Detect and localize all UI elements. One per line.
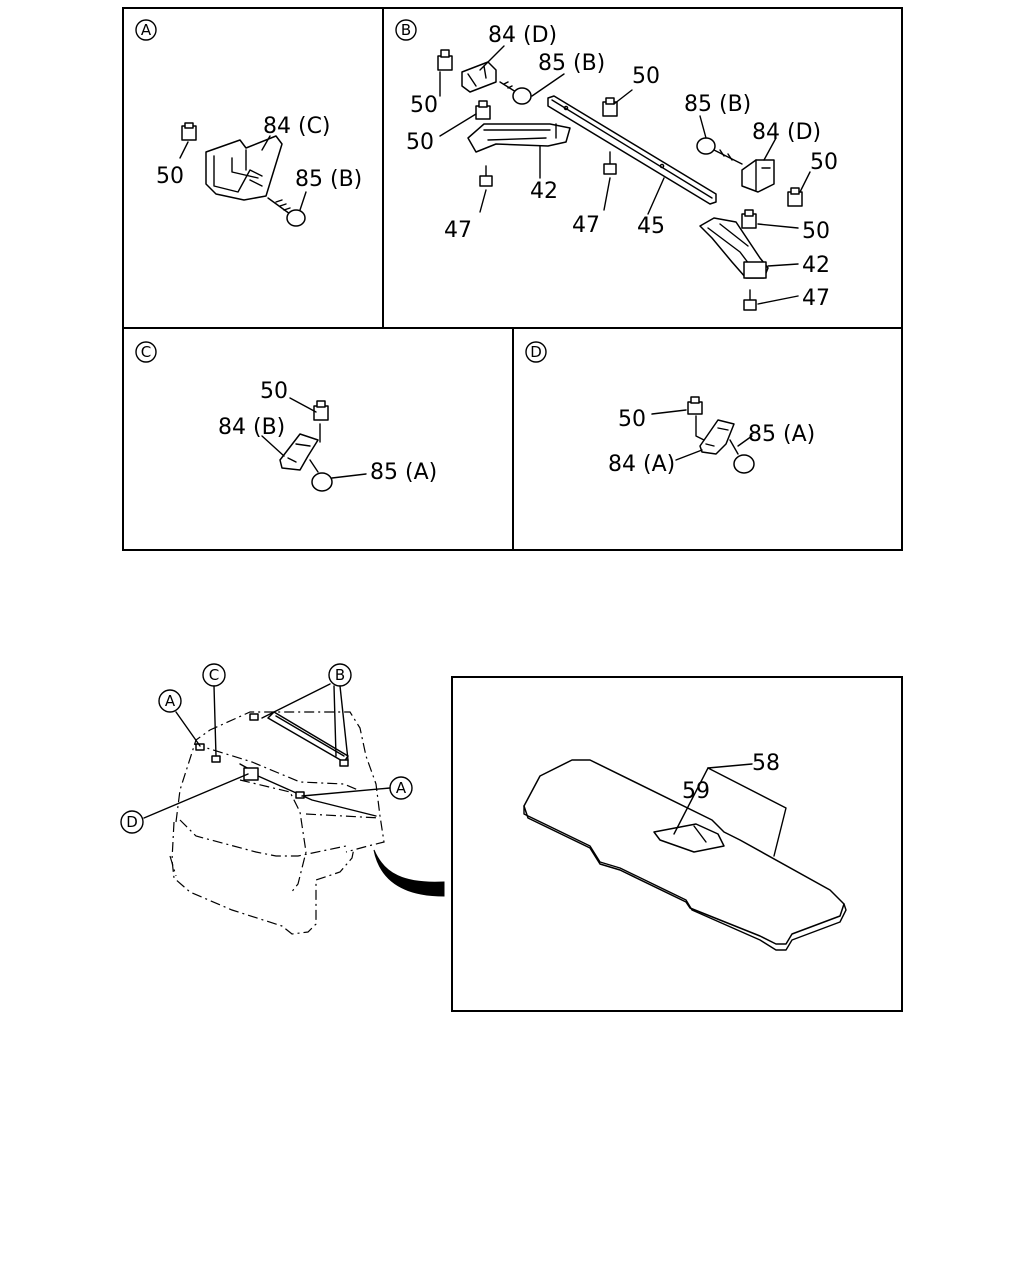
label-58: 58 xyxy=(752,751,780,776)
label-45: 45 xyxy=(637,214,665,239)
pin-47-left-icon xyxy=(479,165,493,187)
svg-text:D: D xyxy=(530,343,542,361)
panel-a-tag: A xyxy=(135,19,157,41)
screw-85b-left-icon xyxy=(499,81,532,105)
clip-50-rail-icon xyxy=(602,97,618,117)
tray-panel: 58 59 xyxy=(451,676,903,1012)
svg-text:C: C xyxy=(209,666,219,684)
svg-text:A: A xyxy=(165,692,176,710)
tag-a-left: A xyxy=(158,689,182,713)
rail-45-icon xyxy=(547,95,717,205)
tag-a-right: A xyxy=(389,776,413,800)
panel-a: A 50 84 (C) 85 (B) xyxy=(135,19,362,227)
clip-50-icon xyxy=(313,400,329,421)
label-84a: 84 (A) xyxy=(608,452,675,477)
detail-grid xyxy=(122,7,903,551)
bracket-84a-icon xyxy=(699,419,735,455)
label-85b-left: 85 (B) xyxy=(538,51,605,76)
label-85b: 85 (B) xyxy=(295,167,362,192)
svg-text:B: B xyxy=(335,666,345,684)
label-50-rail: 50 xyxy=(632,64,660,89)
label-84b: 84 (B) xyxy=(218,415,285,440)
tag-b: B xyxy=(328,663,352,687)
label-84d-right: 84 (D) xyxy=(752,120,821,145)
label-47-right: 47 xyxy=(802,286,830,311)
label-50-top-left: 50 xyxy=(410,93,438,118)
clip-50-lower-right-icon xyxy=(741,209,757,229)
svg-text:A: A xyxy=(396,779,407,797)
screw-85a-icon xyxy=(309,459,333,492)
svg-text:A: A xyxy=(141,21,152,39)
bracket-84d-right-icon xyxy=(741,159,775,193)
label-47-left: 47 xyxy=(444,218,472,243)
svg-text:D: D xyxy=(126,813,138,831)
label-42-left: 42 xyxy=(530,179,558,204)
panel-d-tag: D xyxy=(525,341,547,363)
pointer-arrow-icon xyxy=(373,849,445,897)
screw-85b-icon xyxy=(267,197,306,227)
label-50-right: 50 xyxy=(810,150,838,175)
clip-50-right-icon xyxy=(787,187,803,207)
support-42-left-icon xyxy=(467,123,571,153)
label-84d-left: 84 (D) xyxy=(488,23,557,48)
cargo-board-icon xyxy=(523,759,847,951)
label-50: 50 xyxy=(156,164,184,189)
bracket-84d-left-icon xyxy=(461,61,497,93)
bracket-84b-icon xyxy=(279,433,319,471)
label-50: 50 xyxy=(618,407,646,432)
tag-c: C xyxy=(202,663,226,687)
label-50: 50 xyxy=(260,379,288,404)
clip-50-icon xyxy=(687,396,703,415)
clip-50-top-left-icon xyxy=(437,49,453,71)
panel-c-tag: C xyxy=(135,341,157,363)
screw-85b-right-icon xyxy=(696,137,743,165)
label-84c: 84 (C) xyxy=(263,114,331,139)
tag-d: D xyxy=(120,810,144,834)
pin-47-right-icon xyxy=(743,289,757,311)
clip-50-icon xyxy=(181,122,197,141)
panel-b-tag: B xyxy=(395,19,417,41)
panel-c: C 50 84 (B) 85 (A) xyxy=(135,341,437,492)
pin-47-mid-icon xyxy=(603,151,617,175)
vehicle-overview: A C B A D xyxy=(120,663,445,935)
label-47-mid: 47 xyxy=(572,213,600,238)
bracket-84c-icon xyxy=(205,135,283,201)
support-42-right-icon xyxy=(699,217,769,279)
clip-50-mid-left-icon xyxy=(475,100,491,120)
label-85a: 85 (A) xyxy=(370,460,437,485)
label-85a: 85 (A) xyxy=(748,422,815,447)
label-42-right: 42 xyxy=(802,253,830,278)
label-50-lower-right: 50 xyxy=(802,219,830,244)
screw-85a-icon xyxy=(729,439,755,474)
label-59: 59 xyxy=(682,779,710,804)
label-50-mid-left: 50 xyxy=(406,130,434,155)
label-85b-right: 85 (B) xyxy=(684,92,751,117)
panel-b: B xyxy=(395,19,838,311)
svg-text:C: C xyxy=(141,343,151,361)
panel-d: D 50 84 (A) 85 (A) xyxy=(525,341,815,477)
svg-text:B: B xyxy=(401,21,411,39)
